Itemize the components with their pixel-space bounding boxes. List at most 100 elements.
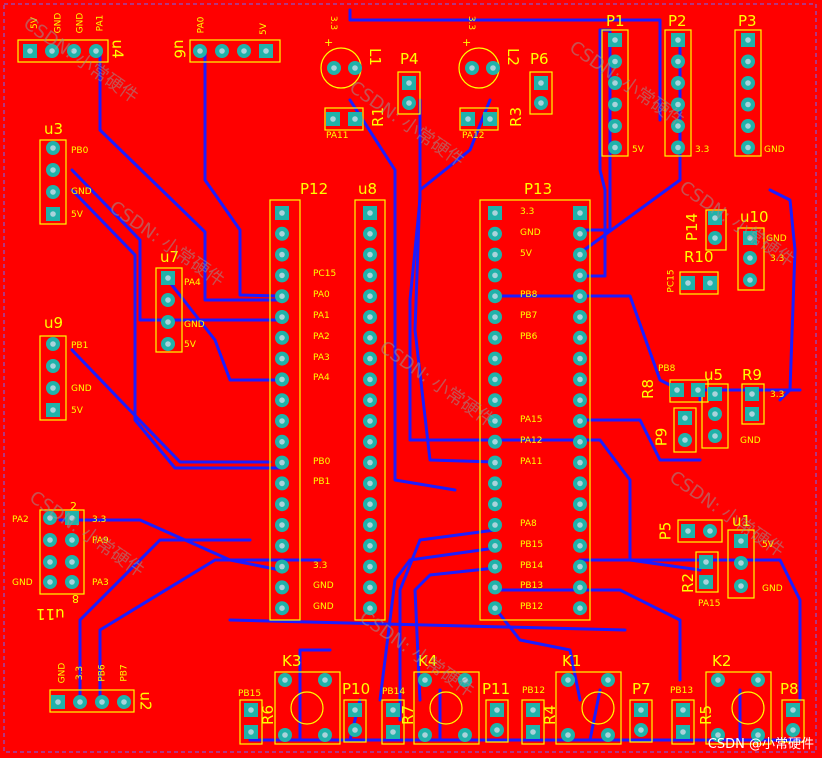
p13-pad-hole [492,293,498,300]
header-pad-hole [745,101,751,108]
u1-pad-hole [738,538,744,544]
ref-p1: P1 [606,12,625,30]
p13-pad-hole [577,522,583,528]
p12-pin-label: PC15 [313,269,337,280]
p13-pin-label: PB13 [520,581,544,592]
header-pad-hole [612,58,618,65]
resistor-pad-hole [680,707,686,713]
u6-pin-label: 5V [258,23,269,35]
p14-pad-hole [712,235,718,241]
p13-pad-hole [577,397,583,404]
p12-pad-hole [279,439,285,445]
u11-outline [39,509,85,595]
r8-label-pb8: PB8 [658,364,676,374]
ref-k2: K2 [712,652,732,670]
p13-pad-hole [577,376,583,383]
p13-pad-hole [577,501,583,508]
connector-pad-hole [790,727,796,733]
u6-outline [189,39,281,63]
u3-outline [39,139,67,225]
p13-pad-hole [577,293,583,300]
u8-pad-hole [367,335,373,341]
pcb-trace [203,48,282,298]
resistor-pad-hole [530,729,536,735]
p13-pad-hole [492,397,498,404]
ref-p5: P5 [656,521,675,541]
u11-label-3v3: 3.3 [92,515,107,525]
u3-pin-label: 5V [71,210,83,220]
p13-pad-hole [492,376,498,383]
u1-outline [727,529,755,599]
header-pad-hole [675,58,681,65]
u8-pad-hole [367,563,373,570]
resistor-pad-hole [680,729,686,735]
p13-pin-label: PA12 [520,435,543,446]
p9-pad-hole [682,415,688,421]
p6-pad-hole [538,100,544,106]
ref-r4: R4 [540,705,559,725]
ref-p10: P10 [342,680,371,698]
p2-label-3v3: 3.3 [695,145,710,155]
u10-pin-label: GND [766,234,787,244]
p13-pad-hole [492,231,498,237]
p13-pad-hole [492,251,498,258]
p12-pin-label: 3.3 [313,560,328,571]
ref-p13: P13 [524,180,553,198]
ref-r5: R5 [696,705,715,725]
p13-pad-hole [492,210,498,216]
u4-pad-hole [27,48,33,54]
r10-outline [679,271,719,295]
r4-outline [521,699,545,745]
pcb-trace [398,528,497,722]
ref-p14: P14 [683,212,702,242]
r1-pad-hole [330,116,336,122]
connector-pad-hole [494,707,500,713]
ref-u3: u3 [44,120,64,138]
u9-pad-hole [50,341,56,347]
p13-pad-hole [577,251,583,258]
p13-pin-label: PA15 [520,415,543,425]
u8-pad-hole [367,293,373,300]
u8-pad-hole [367,605,373,611]
u6-pad-hole [219,48,225,54]
resistor-pad-hole [248,707,254,713]
ref-p6: P6 [530,50,549,68]
u2-outline [49,689,135,713]
header-pad-hole [745,144,751,151]
p12-pad-hole [279,210,285,216]
ref-r8: R8 [638,379,657,399]
p12-pad-hole [279,376,285,383]
p12-pad-hole [279,293,285,300]
u9-pin-label: GND [71,384,92,394]
ref-r3: R3 [506,107,525,127]
ref-u8: u8 [358,180,378,198]
pcb-trace [493,588,682,682]
p13-pad-hole [492,543,498,549]
p13-pad-hole [577,543,583,549]
connector-pad-hole [352,707,358,713]
p13-pin-label: 5V [520,248,532,259]
p12-pad-hole [279,231,285,237]
p12-pin-label: PA3 [313,352,330,363]
switch-pad-hole [322,732,328,738]
u8-pad-hole [367,522,373,528]
r1-label-pa11: PA11 [326,131,349,141]
p13-pad-hole [577,439,583,445]
switch-pad-hole [755,732,761,738]
u7-pad-hole [165,341,171,347]
u10-pin-label: 3.3 [770,254,785,264]
p13-pin-label: PB12 [520,602,544,613]
resistor-pad-hole [390,707,396,713]
p12-pad-hole [279,251,285,258]
u4-pad-hole [71,48,77,54]
switch-pad-hole [715,732,721,738]
u1-pad-hole [738,560,744,566]
switch-pad-hole [462,677,468,683]
switch-pad-hole [755,677,761,683]
u1-pad-hole [738,583,744,589]
pcb-trace [348,98,457,492]
u2-pad-hole [99,699,105,705]
p4-pad-hole [406,80,412,86]
p13-pin-label: 3.3 [520,207,535,217]
p13-pad-hole [577,480,583,487]
